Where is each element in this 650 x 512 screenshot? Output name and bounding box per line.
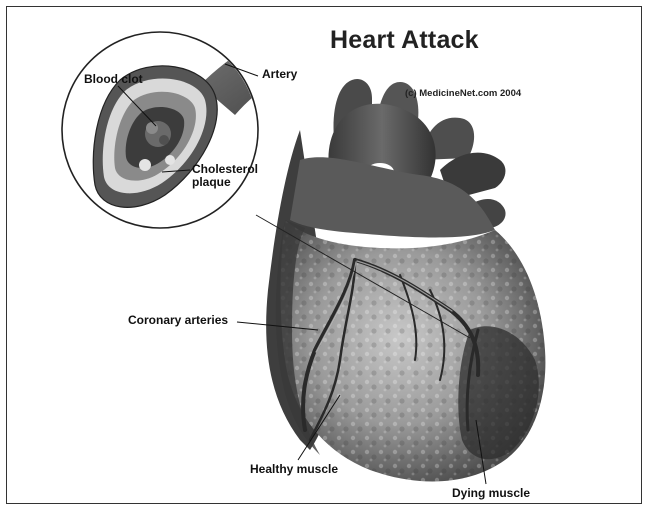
blood-clot-label: Blood clot [84, 73, 143, 86]
healthy-muscle-label: Healthy muscle [250, 463, 338, 476]
copyright-text: (c) MedicineNet.com 2004 [405, 88, 521, 99]
cholesterol-plaque-label: Cholesterol plaque [192, 163, 258, 189]
artery-label: Artery [262, 68, 297, 81]
dying-muscle-label: Dying muscle [452, 487, 530, 500]
heart-body [266, 130, 545, 481]
diagram-title: Heart Attack [330, 26, 479, 55]
coronary-arteries-label: Coronary arteries [128, 314, 228, 327]
